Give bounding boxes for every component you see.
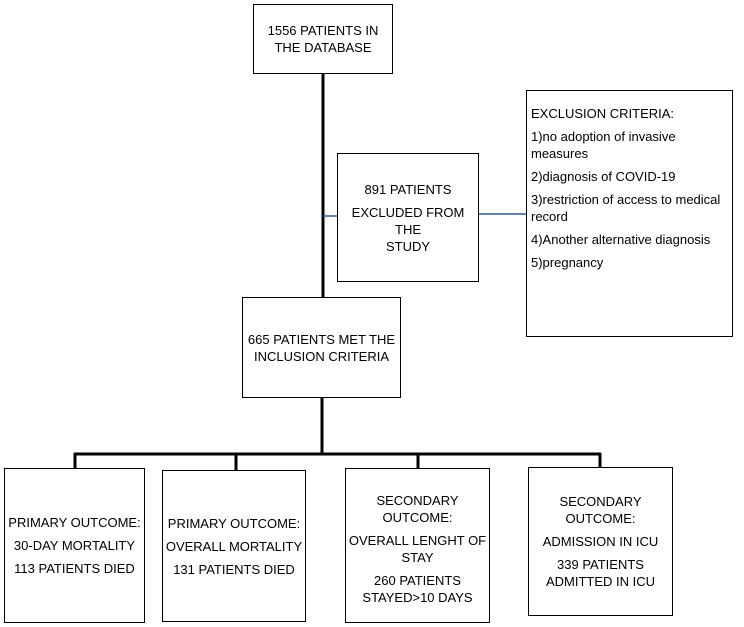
exclusion-criteria-title: EXCLUSION CRITERIA: bbox=[531, 106, 675, 121]
inclusion-line-2: INCLUSION CRITERIA bbox=[253, 348, 390, 364]
outcome-1-result: 113 PATIENTS DIED bbox=[14, 561, 135, 576]
outcome-2-result: 131 PATIENTS DIED bbox=[173, 561, 295, 577]
outcome-4-measure: ADMISSION IN ICU bbox=[542, 534, 659, 549]
outcome-4-result: 339 PATIENTS ADMITTED IN ICU bbox=[545, 557, 656, 589]
outcome-4-title: SECONDARY OUTCOME: bbox=[559, 494, 642, 526]
outcome-3-title: SECONDARY OUTCOME: bbox=[376, 492, 459, 525]
outcome-box-4: SECONDARY OUTCOME: ADMISSION IN ICU 339 … bbox=[528, 467, 673, 616]
outcome-2-measure: OVERALL MORTALITY bbox=[165, 538, 303, 554]
exclusion-criterion-1: 1)no adoption of invasive measures bbox=[531, 129, 676, 161]
database-line-2: THE DATABASE bbox=[274, 40, 372, 55]
excluded-box: 891 PATIENTS EXCLUDED FROM THE STUDY bbox=[337, 153, 479, 282]
excluded-line-3: STUDY bbox=[385, 238, 431, 254]
inclusion-box: 665 PATIENTS MET THE INCLUSION CRITERIA bbox=[242, 297, 401, 398]
exclusion-criterion-3: 3)restriction of access to medical recor… bbox=[531, 192, 721, 224]
excluded-line-1: 891 PATIENTS bbox=[364, 181, 452, 197]
database-box: 1556 PATIENTS IN THE DATABASE bbox=[253, 4, 393, 74]
outcome-box-2: PRIMARY OUTCOME: OVERALL MORTALITY 131 P… bbox=[162, 470, 306, 622]
inclusion-line-1: 665 PATIENTS MET THE bbox=[247, 331, 396, 347]
outcome-2-title: PRIMARY OUTCOME: bbox=[167, 515, 301, 531]
outcome-1-title: PRIMARY OUTCOME: bbox=[8, 515, 141, 530]
excluded-line-2: EXCLUDED FROM THE bbox=[351, 204, 465, 237]
database-line-1: 1556 PATIENTS IN bbox=[267, 23, 379, 38]
outcome-1-measure: 30-DAY MORTALITY bbox=[13, 538, 136, 553]
outcome-3-measure: OVERALL LENGHT OF STAY bbox=[348, 532, 487, 565]
exclusion-criteria-box: EXCLUSION CRITERIA: 1)no adoption of inv… bbox=[526, 90, 733, 337]
exclusion-criterion-4: 4)Another alternative diagnosis bbox=[531, 232, 711, 247]
exclusion-criterion-2: 2)diagnosis of COVID-19 bbox=[531, 169, 676, 184]
outcome-3-result: 260 PATIENTS STAYED>10 DAYS bbox=[362, 572, 473, 605]
exclusion-criterion-5: 5)pregnancy bbox=[531, 255, 604, 270]
outcome-box-1: PRIMARY OUTCOME: 30-DAY MORTALITY 113 PA… bbox=[4, 468, 145, 623]
outcome-box-3: SECONDARY OUTCOME: OVERALL LENGHT OF STA… bbox=[345, 468, 490, 623]
